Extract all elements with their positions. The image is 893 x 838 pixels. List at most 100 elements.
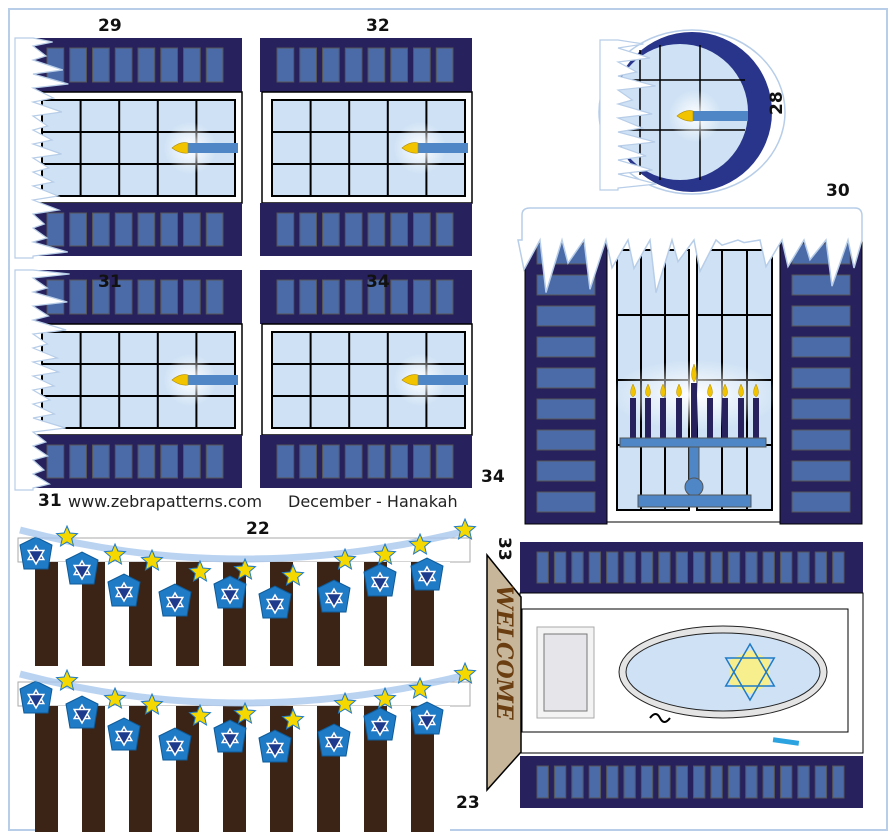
shutter-slat (47, 445, 64, 478)
label-31: 31 (98, 272, 122, 292)
shutter-slat (345, 280, 362, 314)
shutter-slat (161, 445, 178, 478)
shutter-slat (184, 213, 201, 246)
shutter-slat (815, 766, 826, 798)
shutter-slat (161, 280, 178, 314)
shutter-slat (659, 552, 670, 583)
door-33 (487, 542, 863, 808)
small-window (15, 38, 242, 258)
shutter-slat (323, 48, 340, 82)
shutter-slat (792, 461, 850, 481)
label-32: 32 (366, 16, 390, 36)
shutter-slat (694, 552, 705, 583)
shutter-slat (345, 48, 362, 82)
shutter-slat (300, 48, 317, 82)
shutter-slat (694, 766, 705, 798)
site-url: www.zebrapatterns.com (68, 492, 262, 511)
shutter-slat (300, 280, 317, 314)
shutter-slat (206, 280, 223, 314)
shutter-slat (70, 213, 87, 246)
shutter-slat (833, 766, 844, 798)
shutter-slat (798, 552, 809, 583)
shutter-slat (537, 430, 595, 450)
shutter-slat (537, 337, 595, 357)
shutter-slat (792, 492, 850, 512)
shutter-slat (391, 280, 408, 314)
shutter-slat (277, 213, 294, 246)
menorah-candle (738, 398, 744, 438)
shutter-slat (277, 280, 294, 314)
shutter-slat (641, 766, 652, 798)
garland (18, 519, 475, 666)
shutter-slat (138, 213, 155, 246)
menorah-base (638, 495, 751, 507)
shutter-slat (414, 48, 431, 82)
shutter-slat (206, 445, 223, 478)
shutter-slat (537, 552, 548, 583)
shutter-slat (368, 48, 385, 82)
shutter-slat (115, 213, 132, 246)
shutter-slat (436, 445, 453, 478)
label-30: 30 (826, 181, 850, 201)
shutter-slat (607, 552, 618, 583)
shutter-slat (323, 280, 340, 314)
label-23: 23 (456, 793, 480, 813)
shutter-slat (792, 275, 850, 295)
shutter-slat (47, 213, 64, 246)
small-window (15, 270, 242, 490)
shutter-slat (277, 48, 294, 82)
menorah-candle (630, 398, 636, 438)
shutter-slat (184, 48, 201, 82)
shutter-slat (711, 552, 722, 583)
shutter-slat (161, 48, 178, 82)
shutter-slat (206, 48, 223, 82)
shutter-slat (300, 213, 317, 246)
shutter-slat (391, 445, 408, 478)
candle (188, 143, 238, 153)
shutter-slat (184, 445, 201, 478)
shutter-slat (554, 552, 565, 583)
shutter-slat (572, 552, 583, 583)
shutter-slat (93, 445, 110, 478)
candle (418, 143, 468, 153)
stripe (317, 562, 340, 666)
shutter-slat (345, 213, 362, 246)
shutter-slat (138, 280, 155, 314)
welcome-mat-text: WELCOME (491, 585, 517, 721)
shutter-slat (589, 552, 600, 583)
shutter-slat (414, 280, 431, 314)
shutter-slat (368, 445, 385, 478)
shutter-slat (345, 445, 362, 478)
shutter-slat (624, 766, 635, 798)
shutter-slat (436, 280, 453, 314)
shutter-slat (138, 48, 155, 82)
label-33: 33 (494, 537, 514, 561)
label-34: 34 (366, 272, 390, 292)
small-window (260, 270, 472, 488)
shutter-slat (792, 306, 850, 326)
shutter-slat (206, 213, 223, 246)
shutter-slat (537, 492, 595, 512)
shutter-slat (780, 552, 791, 583)
shutter-slat (572, 766, 583, 798)
shutter-slat (138, 445, 155, 478)
candle (418, 375, 468, 385)
shutter-slat (414, 445, 431, 478)
shutter-slat (70, 445, 87, 478)
shutter-slat (537, 306, 595, 326)
stripe (35, 706, 58, 832)
small-window (260, 38, 472, 256)
label-29: 29 (98, 16, 122, 36)
shutter-slat (70, 280, 87, 314)
shutter-slat (115, 48, 132, 82)
menorah-arms (620, 438, 766, 447)
shutter-slat (659, 766, 670, 798)
menorah-candle (753, 398, 759, 438)
shutter-slat (763, 552, 774, 583)
shutter-slat (323, 213, 340, 246)
shutter-slat (676, 552, 687, 583)
shutter-slat (624, 552, 635, 583)
menorah-candle (660, 398, 666, 438)
shutter-slat (300, 445, 317, 478)
menorah-knob (685, 478, 703, 496)
